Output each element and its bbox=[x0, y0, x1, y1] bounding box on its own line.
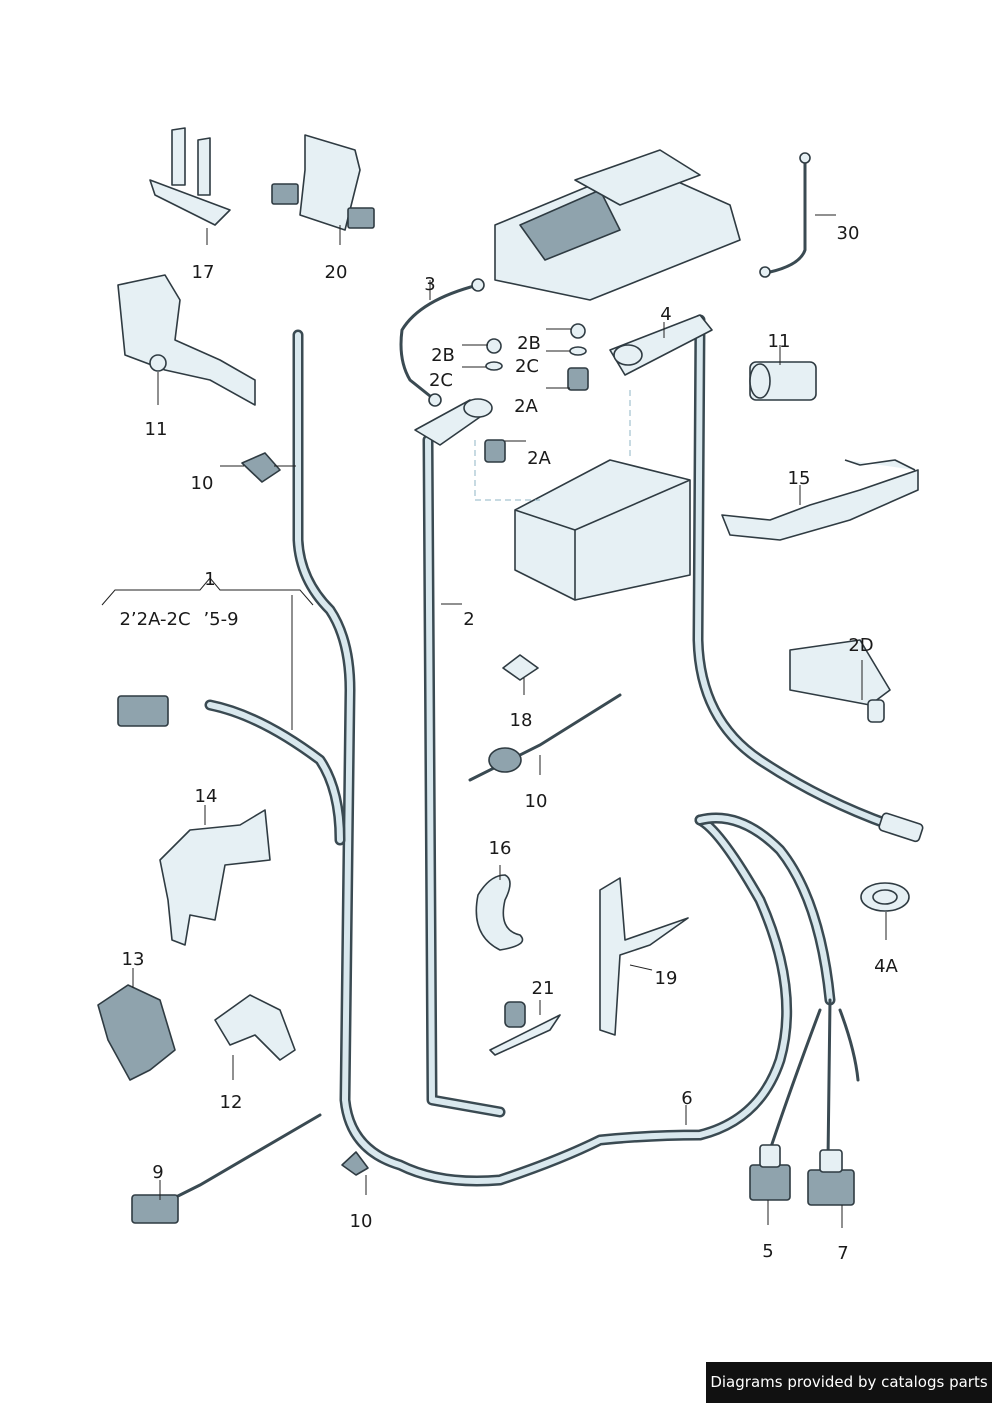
battery bbox=[474, 390, 691, 601]
cable-3 bbox=[399, 278, 485, 407]
label-18: 18 bbox=[510, 710, 533, 731]
label-19: 19 bbox=[655, 968, 678, 989]
label-6: 6 bbox=[681, 1088, 692, 1109]
label-2B-left: 2B bbox=[431, 345, 455, 366]
cable-9 bbox=[131, 1113, 322, 1224]
cable-30 bbox=[759, 152, 811, 278]
bracket-17 bbox=[149, 127, 231, 226]
watermark-footer: Diagrams provided by catalogs parts bbox=[706, 1362, 992, 1403]
bracket-12 bbox=[214, 994, 296, 1061]
cable-4 bbox=[692, 314, 924, 843]
label-9: 9 bbox=[152, 1162, 163, 1183]
label-1: 1 bbox=[204, 569, 215, 590]
label-2A-upper: 2A bbox=[514, 396, 538, 417]
label-1-sub-a: 2’2A-2C bbox=[119, 609, 190, 630]
clip-10-top bbox=[241, 452, 281, 483]
label-10-bottom: 10 bbox=[350, 1211, 373, 1232]
label-2C-right: 2C bbox=[515, 356, 539, 377]
bracket-19 bbox=[599, 877, 689, 1036]
label-17: 17 bbox=[192, 262, 215, 283]
ring-4A bbox=[860, 882, 910, 912]
label-15: 15 bbox=[788, 468, 811, 489]
clamp-16 bbox=[475, 874, 524, 951]
holder-21 bbox=[489, 1001, 561, 1056]
connector-7 bbox=[807, 1149, 855, 1206]
label-4: 4 bbox=[660, 304, 671, 325]
label-11-right: 11 bbox=[768, 331, 791, 352]
bracket-15 bbox=[721, 459, 919, 541]
label-11-left: 11 bbox=[145, 419, 168, 440]
label-10-top: 10 bbox=[191, 473, 214, 494]
cable-2 bbox=[422, 434, 506, 1118]
label-3: 3 bbox=[424, 274, 435, 295]
label-2D: 2D bbox=[848, 635, 873, 656]
connector-left-harness bbox=[117, 695, 169, 727]
label-10-mid: 10 bbox=[525, 791, 548, 812]
main-harness bbox=[204, 329, 860, 1187]
label-7: 7 bbox=[837, 1243, 848, 1264]
bracket-13 bbox=[97, 984, 176, 1081]
label-1-sub-b: ’5-9 bbox=[203, 609, 238, 630]
bracket-11-left bbox=[117, 274, 256, 406]
label-16: 16 bbox=[489, 838, 512, 859]
label-12: 12 bbox=[220, 1092, 243, 1113]
label-2B-right: 2B bbox=[517, 333, 541, 354]
label-5: 5 bbox=[762, 1241, 773, 1262]
connector-5 bbox=[749, 1144, 791, 1201]
clip-11-right bbox=[749, 361, 817, 401]
label-4A: 4A bbox=[874, 956, 898, 977]
label-14: 14 bbox=[195, 786, 218, 807]
clip-18 bbox=[502, 654, 539, 681]
label-21: 21 bbox=[532, 978, 555, 999]
holder-2D bbox=[789, 639, 891, 723]
tie-10-mid bbox=[468, 693, 622, 782]
control-module bbox=[494, 149, 741, 301]
part-labels: 17 20 3 30 11 10 2B 2C 2B 2C 2A 2A 4 11 … bbox=[119, 223, 898, 1264]
bracket-20 bbox=[271, 134, 375, 231]
label-20: 20 bbox=[325, 262, 348, 283]
label-2: 2 bbox=[463, 609, 474, 630]
label-2C-left: 2C bbox=[429, 370, 453, 391]
label-13: 13 bbox=[122, 949, 145, 970]
terminal-hardware bbox=[414, 314, 713, 463]
leader-lines bbox=[101, 214, 887, 1228]
label-2A-lower: 2A bbox=[527, 448, 551, 469]
bracket-14 bbox=[159, 809, 271, 946]
label-30: 30 bbox=[837, 223, 860, 244]
clip-10-bottom bbox=[341, 1151, 369, 1176]
